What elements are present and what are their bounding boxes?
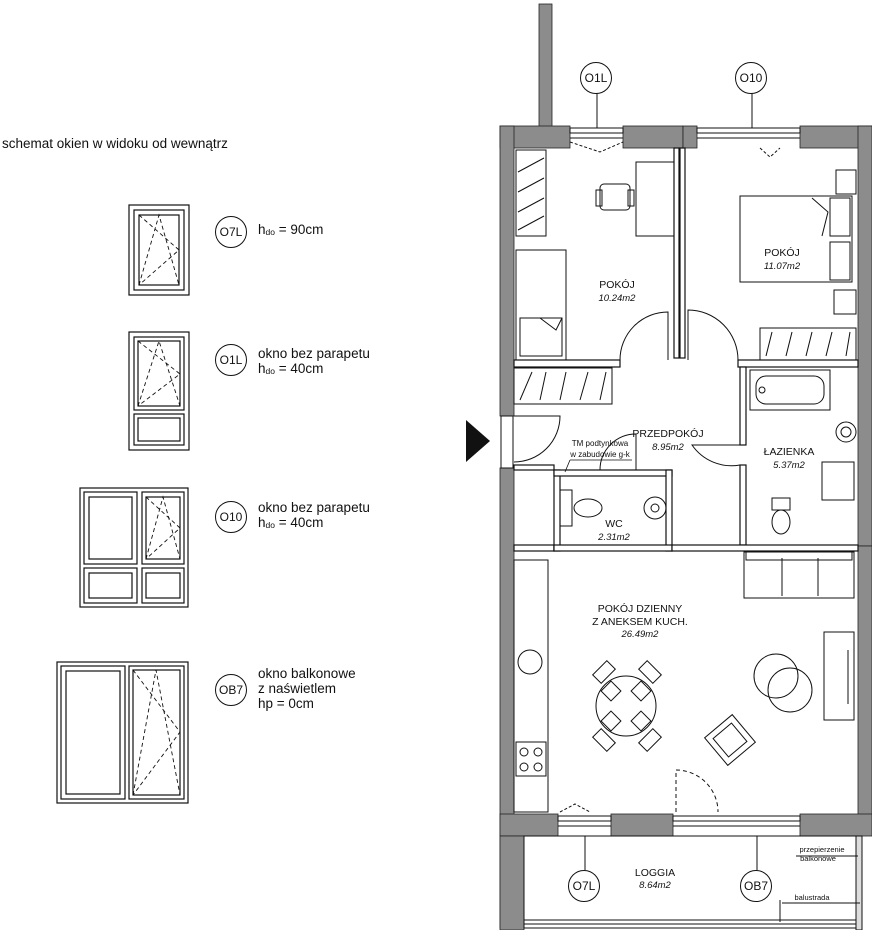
wc-name: WC xyxy=(605,518,623,530)
bedroom2-name: POKÓJ xyxy=(764,246,800,259)
loggia-area: 8.64m2 xyxy=(639,880,671,891)
wc-fixtures xyxy=(559,489,667,527)
balustrade-note: balustrada xyxy=(794,893,830,902)
legend-o7l-sub: do xyxy=(265,227,275,237)
legend-o7l-h: h xyxy=(258,222,266,237)
legend-o1l-val: = 40cm xyxy=(274,361,324,376)
bathroom-name: ŁAZIENKA xyxy=(764,446,815,458)
loggia-name: LOGGIA xyxy=(635,867,675,879)
legend-text-ob7: okno balkonowe z naświetlem hp = 0cm xyxy=(258,666,356,711)
hall-area: 8.95m2 xyxy=(652,442,684,453)
bedroom2-area: 11.07m2 xyxy=(764,261,801,272)
legend-badge-o7l: O7L xyxy=(215,216,247,248)
living-furniture xyxy=(513,551,855,813)
tm-leader xyxy=(564,459,571,473)
bedroom1-area: 10.24m2 xyxy=(599,293,637,304)
legend-ob7-line1: okno balkonowe xyxy=(258,666,356,681)
bathroom-area: 5.37m2 xyxy=(773,460,805,471)
marker-leaders xyxy=(584,93,758,870)
entrance-arrow-icon xyxy=(466,420,490,462)
window-scheme-o7l xyxy=(128,204,190,296)
hall-name: PRZEDPOKÓJ xyxy=(632,427,703,440)
legend-o10-line1: okno bez parapetu xyxy=(258,500,370,515)
legend-o1l-line2: hdo = 40cm xyxy=(258,361,370,378)
living-name-line1: POKÓJ DZIENNY xyxy=(598,602,683,615)
living-name-line2: Z ANEKSEM KUCH. xyxy=(592,616,688,628)
window-scheme-ob7 xyxy=(56,661,189,804)
legend-ob7-line2: z naświetlem xyxy=(258,681,337,696)
legend-o1l-line1: okno bez parapetu xyxy=(258,346,370,361)
legend-o7l-val: = 90cm xyxy=(274,222,324,237)
legend-o10-line2: hdo = 40cm xyxy=(258,515,370,532)
window-scheme-o10 xyxy=(79,487,189,608)
windows xyxy=(557,127,801,827)
legend-text-o10: okno bez parapetu hdo = 40cm xyxy=(258,500,370,532)
bathroom-fixtures xyxy=(749,369,857,535)
legend-o1l-sub: do xyxy=(265,366,275,376)
plan-marker-o7l: O7L xyxy=(568,870,600,902)
plan-marker-o10: O10 xyxy=(735,62,767,94)
room-labels: POKÓJ 10.24m2 POKÓJ 11.07m2 PRZEDPOKÓJ 8… xyxy=(592,246,814,891)
bedroom1-furniture xyxy=(513,149,675,405)
partition-note-line2: balkonowe xyxy=(800,854,836,863)
doors xyxy=(500,309,741,813)
legend-badge-ob7: OB7 xyxy=(215,674,247,706)
walls xyxy=(499,3,872,930)
loggia-outline xyxy=(523,835,863,930)
tm-note-line1: TM podtynkowa xyxy=(572,439,629,448)
interior-walls xyxy=(513,147,859,552)
legend-title: schemat okien w widoku od wewnątrz xyxy=(2,136,228,151)
legend-text-o1l: okno bez parapetu hdo = 40cm xyxy=(258,346,370,378)
bedroom2-furniture xyxy=(739,169,857,361)
legend-o10-val: = 40cm xyxy=(274,515,324,530)
window-schemes xyxy=(56,204,190,804)
plan-marker-o1l: O1L xyxy=(580,62,612,94)
legend-o10-sub: do xyxy=(265,520,275,530)
legend-ob7-line3: hp = 0cm xyxy=(258,696,314,711)
legend-o10-h: h xyxy=(258,515,266,530)
wc-area: 2.31m2 xyxy=(597,532,630,543)
plan-marker-ob7: OB7 xyxy=(740,870,772,902)
legend-text-o7l: hdo = 90cm xyxy=(258,222,323,239)
living-area: 26.49m2 xyxy=(621,629,660,640)
partition-note-line1: przepierzenie xyxy=(799,845,844,854)
legend-badge-o1l: O1L xyxy=(215,344,247,376)
legend-badge-o10: O10 xyxy=(215,501,247,533)
plan-notes: TM podtynkowa w zabudowie g-k przepierze… xyxy=(569,439,844,902)
window-scheme-o1l xyxy=(128,331,190,451)
legend-o1l-h: h xyxy=(258,361,266,376)
tm-note-line2: w zabudowie g-k xyxy=(569,450,631,459)
bedroom1-name: POKÓJ xyxy=(599,278,635,291)
